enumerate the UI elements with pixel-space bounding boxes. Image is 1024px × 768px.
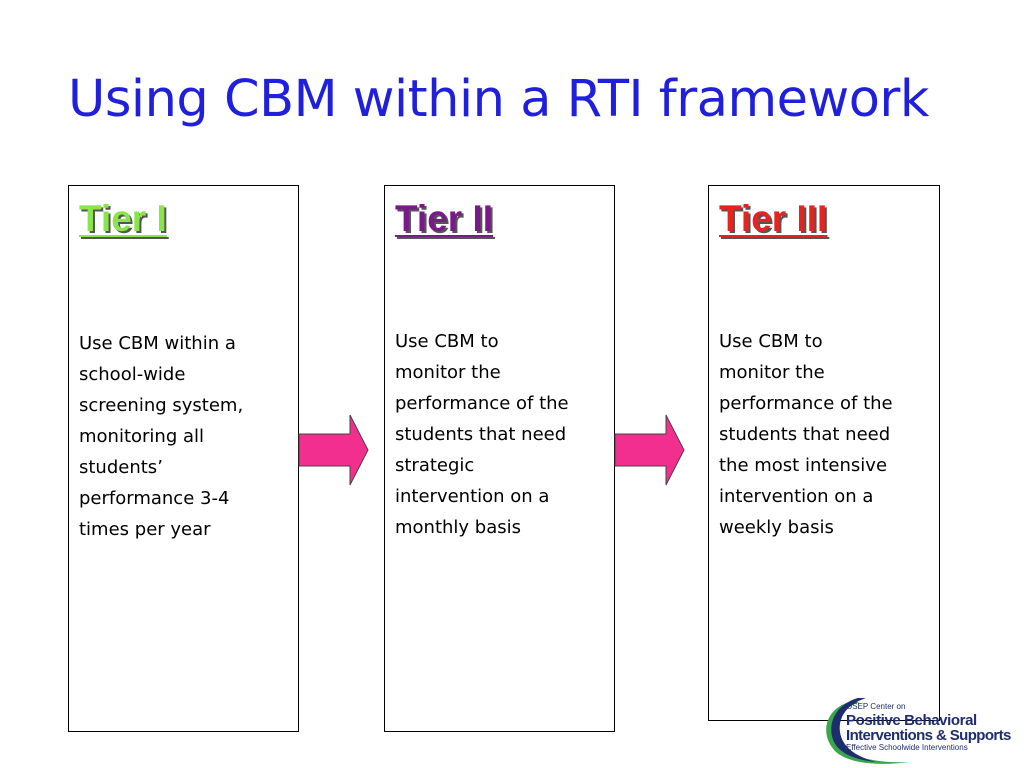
tier-1-line: times per year: [79, 519, 211, 540]
tier-3-heading: Tier III: [719, 198, 828, 239]
tier-1-line: students’: [79, 457, 163, 478]
tier-3-description: Use CBM to monitor the performance of th…: [719, 326, 935, 543]
tier-2-description: Use CBM to monitor the performance of th…: [395, 326, 610, 543]
arrow-right-icon: [298, 414, 369, 486]
tier-2-line: intervention on a: [395, 486, 550, 507]
pbis-logo: OSEP Center on Positive Behavioral Inter…: [820, 694, 1020, 764]
tier-2-line: monthly basis: [395, 517, 522, 538]
tier-3-line: intervention on a: [719, 486, 874, 507]
tier-3-line: Use CBM to: [719, 331, 823, 352]
arrow-1-shape: [298, 414, 369, 486]
tier-1-description: Use CBM within a school-wide screening s…: [79, 328, 294, 545]
logo-line-1: OSEP Center on: [846, 702, 906, 711]
slide-title: Using CBM within a RTI framework: [68, 70, 929, 129]
logo-swoosh-navy: [831, 698, 876, 762]
tier-1-heading: Tier I: [79, 198, 167, 239]
tier-3-line: students that need: [719, 424, 891, 445]
tier-2-line: performance of the: [395, 393, 569, 414]
logo-swoosh-icon: [826, 698, 910, 764]
tier-2-box: Tier II Use CBM to monitor the performan…: [384, 185, 615, 732]
tier-1-line: Use CBM within a: [79, 333, 236, 354]
tier-3-line: performance of the: [719, 393, 893, 414]
tier-2-line: strategic: [395, 455, 475, 476]
logo-line-2: Positive Behavioral: [846, 712, 977, 729]
tier-2-line: monitor the: [395, 362, 501, 383]
arrow-2-shape: [614, 414, 685, 486]
tier-1-line: monitoring all: [79, 426, 205, 447]
tier-2-line: students that need: [395, 424, 567, 445]
tier-1-box: Tier I Use CBM within a school-wide scre…: [68, 185, 299, 732]
tier-2-heading: Tier II: [395, 198, 494, 239]
tier-1-line: performance 3-4: [79, 488, 230, 509]
tier-3-line: weekly basis: [719, 517, 834, 538]
tier-1-line: school-wide: [79, 364, 186, 385]
tier-1-line: screening system,: [79, 395, 244, 416]
logo-line-4: Effective Schoolwide Interventions: [846, 743, 968, 752]
tier-3-line: the most intensive: [719, 455, 888, 476]
tier-3-line: monitor the: [719, 362, 825, 383]
logo-line-3: Interventions & Supports: [846, 727, 1011, 744]
arrow-right-icon: [614, 414, 685, 486]
tier-3-box: Tier III Use CBM to monitor the performa…: [708, 185, 940, 721]
tier-2-line: Use CBM to: [395, 331, 499, 352]
